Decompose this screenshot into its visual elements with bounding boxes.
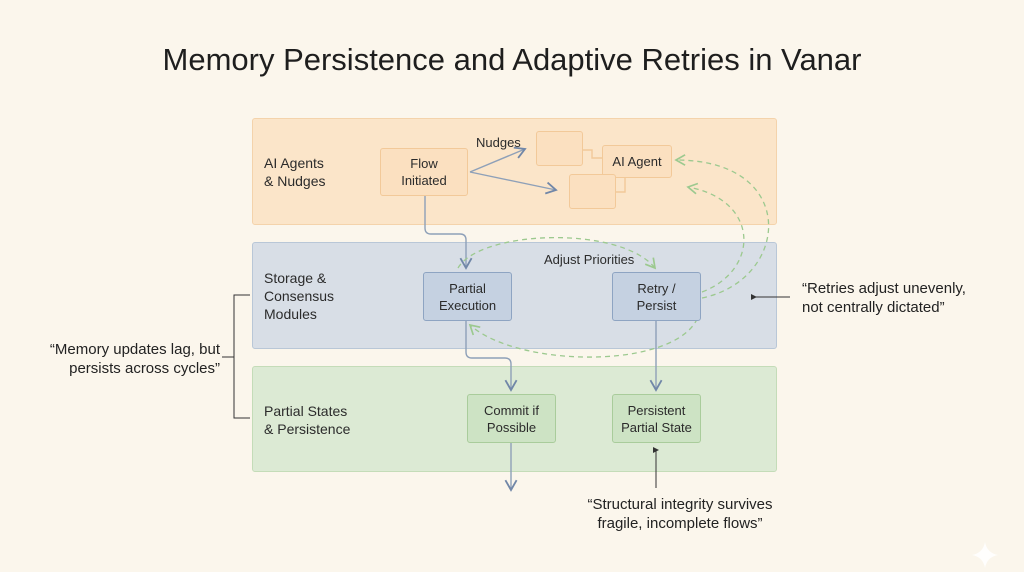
- node-text: Possible: [486, 419, 537, 435]
- note-text: persists across cycles”: [69, 360, 220, 377]
- node-agent-placeholder-2: [569, 174, 616, 209]
- edge-label-nudges: Nudges: [476, 135, 521, 150]
- node-text: Partial State: [621, 419, 692, 435]
- label-line: Consensus: [264, 288, 335, 304]
- label-line: & Nudges: [264, 173, 326, 189]
- sparkle-icon: [972, 542, 998, 568]
- connector-box-1: [583, 149, 602, 159]
- bracket-left-note: [233, 294, 250, 419]
- label-line: Partial States: [264, 403, 348, 419]
- node-text: Flow: [410, 156, 438, 171]
- node-text: Execution: [438, 297, 497, 313]
- note-text: “Memory updates lag, but: [49, 341, 220, 358]
- node-agent-placeholder-1: [536, 131, 583, 166]
- edge-label-adjust-priorities: Adjust Priorities: [544, 252, 635, 267]
- node-text: Persist: [636, 297, 677, 313]
- note-structural-integrity: “Structural integrity survives fragile, …: [560, 495, 800, 533]
- node-text: Initiated: [401, 173, 447, 188]
- note-text: not centrally dictated”: [802, 299, 945, 316]
- connector-box-2: [616, 178, 626, 193]
- band-label-agents: AI Agents & Nudges: [264, 154, 325, 190]
- band-label-storage: Storage & Consensus Modules: [264, 269, 334, 323]
- label-line: Storage &: [264, 270, 327, 286]
- arrow-nudge-2: [469, 171, 558, 195]
- arrow-nudge-1: [469, 146, 527, 173]
- band-ai-agents: [252, 118, 777, 225]
- dashed-retry-to-agent: [674, 154, 770, 299]
- note-text: “Structural integrity survives: [587, 496, 773, 513]
- node-text: Commit if: [484, 402, 539, 418]
- node-text: Partial: [449, 280, 486, 296]
- arrow-flow-to-exec: [424, 196, 473, 270]
- note-text: “Retries adjust unevenly,: [802, 280, 966, 297]
- label-line: & Persistence: [264, 421, 351, 437]
- node-text: Retry /: [637, 280, 676, 296]
- node-text: Persistent: [627, 402, 686, 418]
- band-label-states: Partial States & Persistence: [264, 402, 350, 438]
- node-ai-agent: AI Agent: [602, 145, 672, 178]
- node-text: AI Agent: [612, 154, 662, 169]
- dashed-retry-loop: [686, 182, 745, 293]
- label-line: Modules: [264, 306, 317, 322]
- dashed-retry-to-exec: [468, 309, 701, 358]
- arrow-exec-to-commit: [465, 321, 518, 392]
- note-text: fragile, incomplete flows”: [597, 515, 763, 532]
- note-memory-lag: “Memory updates lag, but persists across…: [50, 340, 220, 378]
- label-line: AI Agents: [264, 155, 324, 171]
- diagram-title: Memory Persistence and Adaptive Retries …: [162, 42, 862, 77]
- node-retry-persist: Retry /Persist: [612, 272, 701, 321]
- dashed-adjust-priorities: [457, 236, 657, 270]
- note-retries-adjust: “Retries adjust unevenly, not centrally …: [802, 279, 966, 317]
